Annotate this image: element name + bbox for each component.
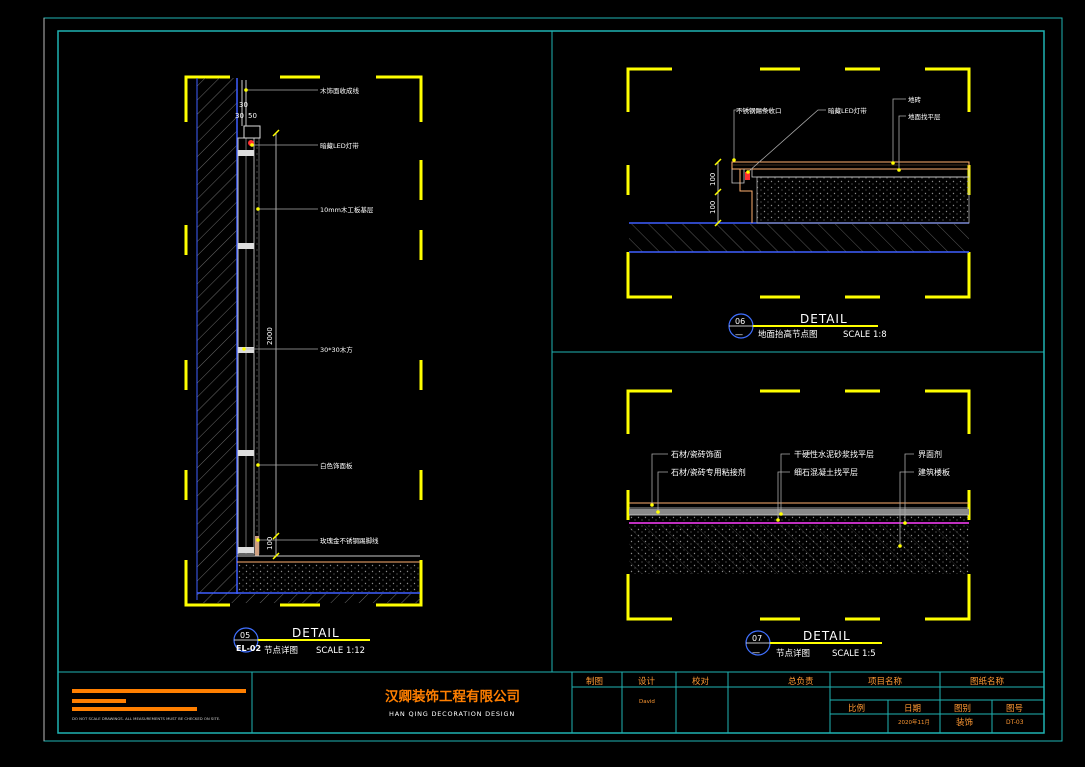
header-chief: 总负责 xyxy=(788,676,814,687)
label-07-2: 干硬性水泥砂浆找平层 xyxy=(794,449,874,459)
title-block: DO NOT SCALE DRAWINGS. ALL MEASUREMENTS … xyxy=(72,672,1044,733)
label-05-5: 玫瑰金不锈钢踢脚线 xyxy=(320,536,379,545)
dim-06-0: 100 xyxy=(709,173,717,186)
designer: David xyxy=(639,699,655,705)
dim-05-3: 2000 xyxy=(266,327,274,345)
label-06-2: 地砖 xyxy=(908,95,922,104)
dim-05-1: 30 xyxy=(235,112,244,120)
label-05-2: 10mm木工板基层 xyxy=(320,205,374,214)
detail-07-caption: 节点详图 xyxy=(776,648,810,659)
label-06-3: 地面找平层 xyxy=(908,112,941,121)
label-06-1: 暗藏LED灯带 xyxy=(828,106,867,115)
detail-05-ref: EL-02 xyxy=(236,644,261,653)
detail-07-scale: SCALE 1:5 xyxy=(832,649,876,659)
sheet-category: 装饰 xyxy=(956,717,974,728)
detail-07-heading: DETAIL xyxy=(803,629,851,643)
detail-06-scale: SCALE 1:8 xyxy=(843,330,887,340)
detail-06: 100 100 不锈钢踢条收口 暗藏LED灯带 地砖 地面找平层 06 — DE… xyxy=(626,67,971,340)
header-design: 设计 xyxy=(638,676,656,687)
header-sheet-name: 图纸名称 xyxy=(970,676,1005,687)
label-06-0: 不锈钢踢条收口 xyxy=(736,106,782,115)
detail-06-caption: 地面抬高节点图 xyxy=(758,329,818,340)
label-07-5: 建筑楼板 xyxy=(918,467,950,477)
header-date: 日期 xyxy=(904,704,921,714)
dim-06-1: 100 xyxy=(709,201,717,214)
dim-05-4: 100 xyxy=(266,537,274,550)
dim-05-0: 30 xyxy=(239,101,248,109)
detail-06-ref: — xyxy=(735,330,743,339)
label-05-3: 30*30木方 xyxy=(320,345,353,354)
disclaimer: DO NOT SCALE DRAWINGS. ALL MEASUREMENTS … xyxy=(72,716,220,721)
label-05-1: 暗藏LED灯带 xyxy=(320,141,359,150)
dim-05-2: 50 xyxy=(248,112,257,120)
detail-05-scale: SCALE 1:12 xyxy=(316,646,365,656)
detail-06-heading: DETAIL xyxy=(800,312,848,326)
company-name-en: HAN QING DECORATION DESIGN xyxy=(389,710,515,718)
detail-05-heading: DETAIL xyxy=(292,626,340,640)
date-value: 2020年11月 xyxy=(898,718,930,726)
detail-05: 木饰面收成线 暗藏LED灯带 10mm木工板基层 30*30木方 白色饰面板 玫… xyxy=(184,75,423,656)
detail-06-number: 06 xyxy=(735,317,745,326)
header-project: 项目名称 xyxy=(868,676,903,687)
label-05-0: 木饰面收成线 xyxy=(320,86,360,95)
detail-07: 石材/瓷砖饰面 石材/瓷砖专用粘接剂 干硬性水泥砂浆找平层 细石混凝土找平层 界… xyxy=(626,389,971,659)
header-drawn: 制图 xyxy=(586,676,603,687)
header-scale: 比例 xyxy=(848,703,865,714)
inner-border xyxy=(57,30,1045,734)
sheet-number: DT-03 xyxy=(1006,719,1024,726)
company-name-cn: 汉卿装饰工程有限公司 xyxy=(385,688,520,705)
header-check: 校对 xyxy=(692,676,710,687)
label-05-4: 白色饰面板 xyxy=(320,461,353,470)
label-07-3: 细石混凝土找平层 xyxy=(794,467,858,477)
detail-07-ref: — xyxy=(752,648,760,657)
label-07-0: 石材/瓷砖饰面 xyxy=(671,449,722,459)
detail-05-caption: 节点详图 xyxy=(264,645,298,656)
header-sheet-no: 图号 xyxy=(1006,704,1023,714)
detail-07-number: 07 xyxy=(752,634,762,643)
header-category: 图别 xyxy=(954,704,971,714)
detail-05-number: 05 xyxy=(240,631,250,640)
label-07-4: 界面剂 xyxy=(918,449,942,459)
label-07-1: 石材/瓷砖专用粘接剂 xyxy=(671,467,746,477)
